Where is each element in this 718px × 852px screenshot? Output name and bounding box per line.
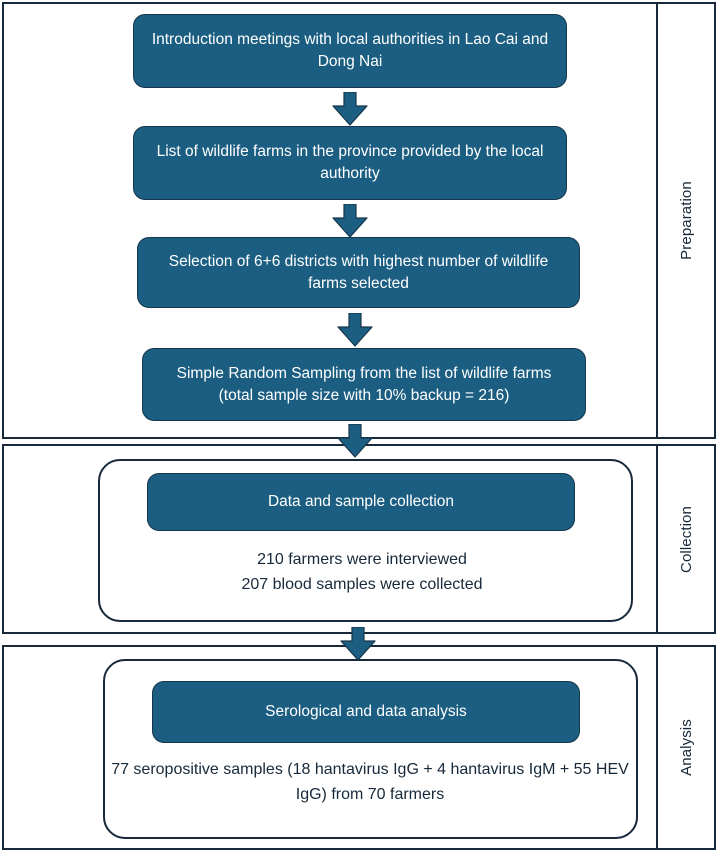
arrow-collection-to-analysis (340, 627, 376, 661)
process-box-introduction-meetings[interactable]: Introduction meetings with local authori… (133, 14, 567, 88)
arrow-sampling-to-collection (337, 424, 373, 458)
process-box-farm-list[interactable]: List of wildlife farms in the province p… (133, 126, 567, 200)
section-label-divider (656, 446, 658, 632)
process-box-data-sample-collection-label: Data and sample collection (267, 493, 455, 510)
caption-collection-results: 210 farmers were interviewed 207 blood s… (150, 548, 574, 598)
section-label-analysis: Analysis (658, 647, 714, 848)
section-label-preparation-text: Preparation (677, 181, 695, 260)
arrow-list-to-selection (332, 204, 368, 238)
section-label-analysis-text: Analysis (677, 719, 695, 776)
section-label-collection-text: Collection (677, 505, 695, 573)
process-box-simple-random-sampling[interactable]: Simple Random Sampling from the list of … (142, 348, 586, 421)
process-box-simple-random-sampling-label: Simple Random Sampling from the list of … (176, 364, 552, 404)
arrow-selection-to-sampling (337, 313, 373, 347)
process-box-data-sample-collection[interactable]: Data and sample collection (147, 473, 575, 531)
caption-analysis-results: 77 seropositive samples (18 hantavirus I… (110, 758, 630, 808)
arrow-intro-to-list (332, 92, 368, 126)
process-box-district-selection[interactable]: Selection of 6+6 districts with highest … (137, 237, 580, 308)
caption-collection-line-1: 210 farmers were interviewed (257, 551, 467, 568)
process-box-serological-data-analysis-label: Serological and data analysis (265, 703, 467, 720)
section-label-divider (656, 647, 658, 848)
process-box-farm-list-label: List of wildlife farms in the province p… (156, 143, 544, 182)
section-label-divider (656, 4, 658, 437)
caption-collection-line-2: 207 blood samples were collected (241, 575, 483, 593)
process-box-district-selection-label: Selection of 6+6 districts with highest … (168, 252, 549, 292)
caption-analysis-text: 77 seropositive samples (18 hantavirus I… (111, 761, 629, 803)
section-label-collection: Collection (658, 446, 714, 632)
process-box-serological-data-analysis[interactable]: Serological and data analysis (152, 681, 580, 743)
section-label-preparation: Preparation (658, 4, 714, 437)
process-box-introduction-meetings-label: Introduction meetings with local authori… (151, 31, 549, 70)
